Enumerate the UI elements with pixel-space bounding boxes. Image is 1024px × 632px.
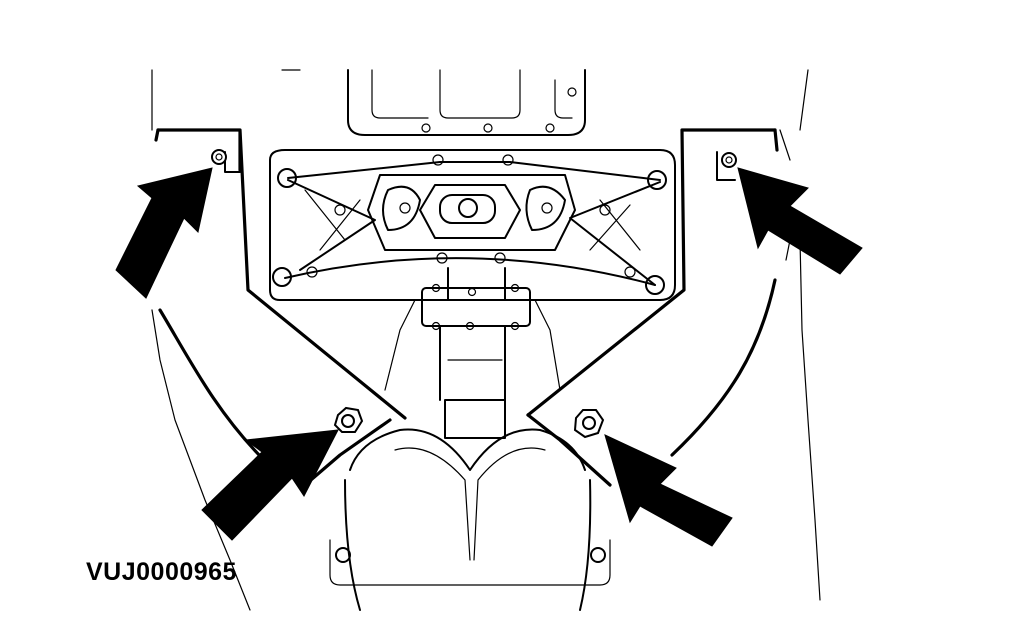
transmission-tailshaft xyxy=(384,267,561,439)
lower-left-nut xyxy=(333,406,364,433)
frame-rails xyxy=(151,69,821,611)
crossmember xyxy=(269,149,676,301)
right-mount-bracket xyxy=(526,128,779,487)
arrow-lower-left xyxy=(201,429,339,541)
arrow-lower-right xyxy=(604,434,733,547)
oil-pan xyxy=(347,69,586,136)
arrow-upper-left xyxy=(115,167,213,299)
upper-right-bolt xyxy=(721,152,737,168)
reference-code: VUJ0000965 xyxy=(86,558,237,586)
arrow-upper-right xyxy=(737,167,863,275)
exhaust-section xyxy=(329,428,611,611)
upper-left-bolt xyxy=(211,149,227,165)
lower-right-nut xyxy=(573,409,605,439)
